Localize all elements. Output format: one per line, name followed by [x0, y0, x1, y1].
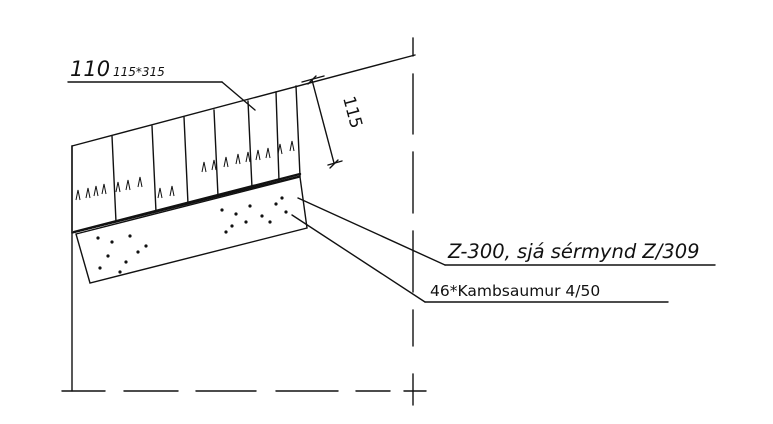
- concrete-beam: [75, 176, 308, 284]
- fastener-tooth: [235, 153, 241, 165]
- fastener-tooth: [201, 161, 207, 173]
- beam-reference-label: Z-300, sjá sérmynd Z/309: [447, 240, 700, 263]
- fastener-tooth: [277, 143, 283, 155]
- fastener-tooth: [169, 185, 175, 197]
- aggregate-dot: [106, 254, 110, 258]
- aggregate-dot: [248, 204, 252, 208]
- aggregate-dot: [224, 230, 228, 234]
- concrete-aggregate-dots: [96, 196, 288, 274]
- aggregate-dot: [260, 214, 264, 218]
- aggregate-dot: [98, 266, 102, 270]
- fastener-tooth: [289, 140, 295, 152]
- aggregate-dot: [268, 220, 272, 224]
- aggregate-dot: [144, 244, 148, 248]
- fastener-tooth: [211, 159, 217, 171]
- fastener-tooth: [75, 189, 81, 201]
- fastener-tooth: [93, 185, 99, 197]
- aggregate-dot: [124, 260, 128, 264]
- aggregate-dot: [284, 210, 288, 214]
- fastener-marks: [75, 140, 295, 201]
- fastener-tooth: [137, 176, 143, 188]
- aggregate-dot: [220, 208, 224, 212]
- aggregate-dot: [96, 236, 100, 240]
- fastener-tooth: [265, 147, 271, 159]
- dimension-label: 115: [338, 94, 366, 131]
- fastener-tooth: [223, 156, 229, 168]
- aggregate-dot: [244, 220, 248, 224]
- dimension-115: [301, 75, 343, 169]
- aggregate-dot: [110, 240, 114, 244]
- aggregate-dot: [230, 224, 234, 228]
- fastener-tooth: [101, 183, 107, 195]
- bolts-label: 46*Kambsaumur 4/50: [430, 282, 600, 300]
- aggregate-dot: [128, 234, 132, 238]
- fastener-tooth: [85, 187, 91, 199]
- fastener-tooth: [157, 187, 163, 199]
- fastener-tooth: [255, 149, 261, 161]
- rafter-size-label: 115*315: [113, 65, 165, 79]
- fastener-tooth: [115, 181, 121, 193]
- beam-top-line: [72, 172, 302, 234]
- aggregate-dot: [136, 250, 140, 254]
- fastener-tooth: [125, 179, 131, 191]
- aggregate-dot: [234, 212, 238, 216]
- fastener-tooth: [245, 151, 251, 163]
- rafter-count-label: 110: [70, 57, 110, 81]
- leader-lines: [67, 81, 716, 303]
- aggregate-dot: [118, 270, 122, 274]
- aggregate-dot: [274, 202, 278, 206]
- aggregate-dot: [280, 196, 284, 200]
